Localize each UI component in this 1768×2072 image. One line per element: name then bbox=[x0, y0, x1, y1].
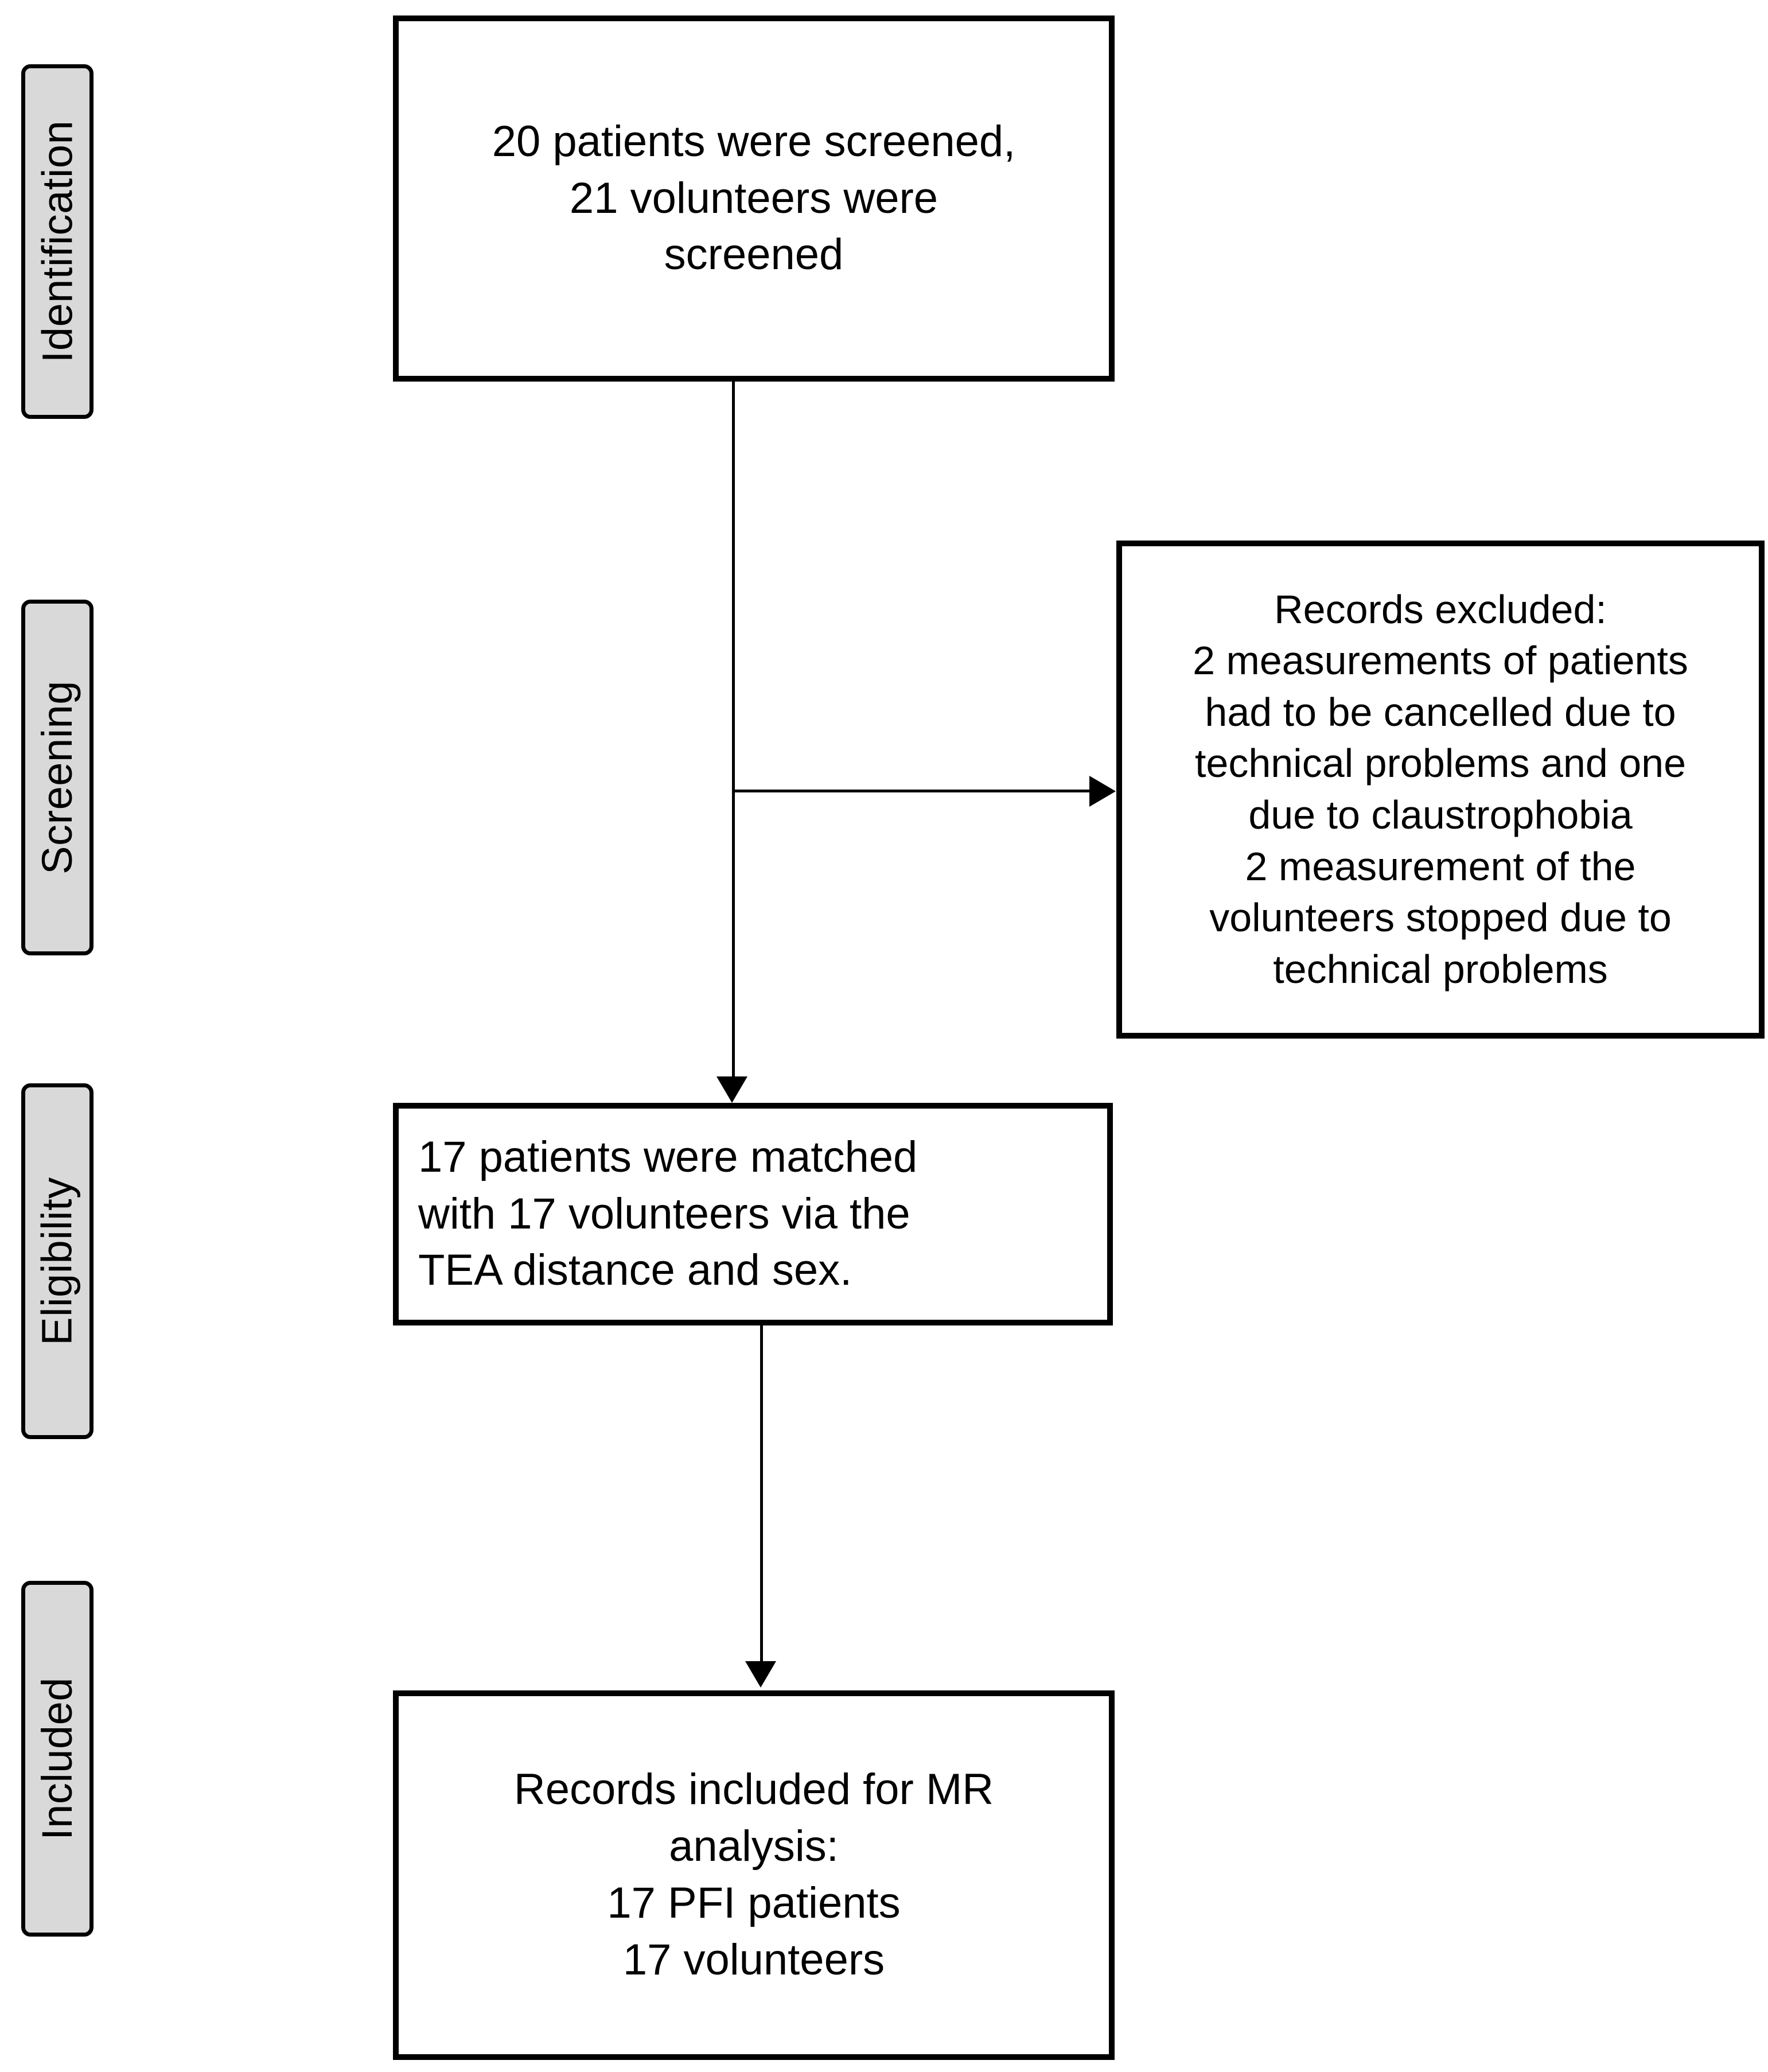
connector-screened-to-matched-arrowhead bbox=[716, 1076, 747, 1103]
box-patients-matched: 17 patients were matched with 17 volunte… bbox=[393, 1103, 1113, 1325]
box-records-included-text: Records included for MR analysis: 17 PFI… bbox=[513, 1765, 994, 1984]
stage-label-screening-text: Screening bbox=[33, 681, 81, 874]
connector-matched-to-included-arrowhead bbox=[745, 1661, 776, 1688]
stage-label-eligibility: Eligibility bbox=[21, 1083, 94, 1439]
box-records-excluded: Records excluded: 2 measurements of pati… bbox=[1116, 541, 1765, 1039]
box-records-screened: 20 patients were screened, 21 volunteers… bbox=[393, 15, 1115, 382]
stage-label-included: Included bbox=[21, 1581, 94, 1937]
stage-label-identification: Identification bbox=[21, 64, 94, 419]
connector-screened-to-matched-line bbox=[732, 382, 735, 1083]
stage-label-screening: Screening bbox=[21, 600, 94, 955]
connector-matched-to-included-line bbox=[760, 1325, 763, 1664]
connector-screened-to-excluded-arrowhead bbox=[1089, 776, 1116, 807]
stage-label-eligibility-text: Eligibility bbox=[33, 1177, 81, 1346]
stage-label-included-text: Included bbox=[33, 1677, 81, 1840]
box-records-included: Records included for MR analysis: 17 PFI… bbox=[393, 1690, 1115, 2060]
connector-screened-to-excluded-line bbox=[732, 790, 1091, 792]
stage-label-identification-text: Identification bbox=[33, 120, 81, 363]
box-patients-matched-text: 17 patients were matched with 17 volunte… bbox=[418, 1132, 918, 1295]
box-records-excluded-text: Records excluded: 2 measurements of pati… bbox=[1193, 586, 1688, 992]
box-records-screened-text: 20 patients were screened, 21 volunteers… bbox=[492, 116, 1016, 279]
